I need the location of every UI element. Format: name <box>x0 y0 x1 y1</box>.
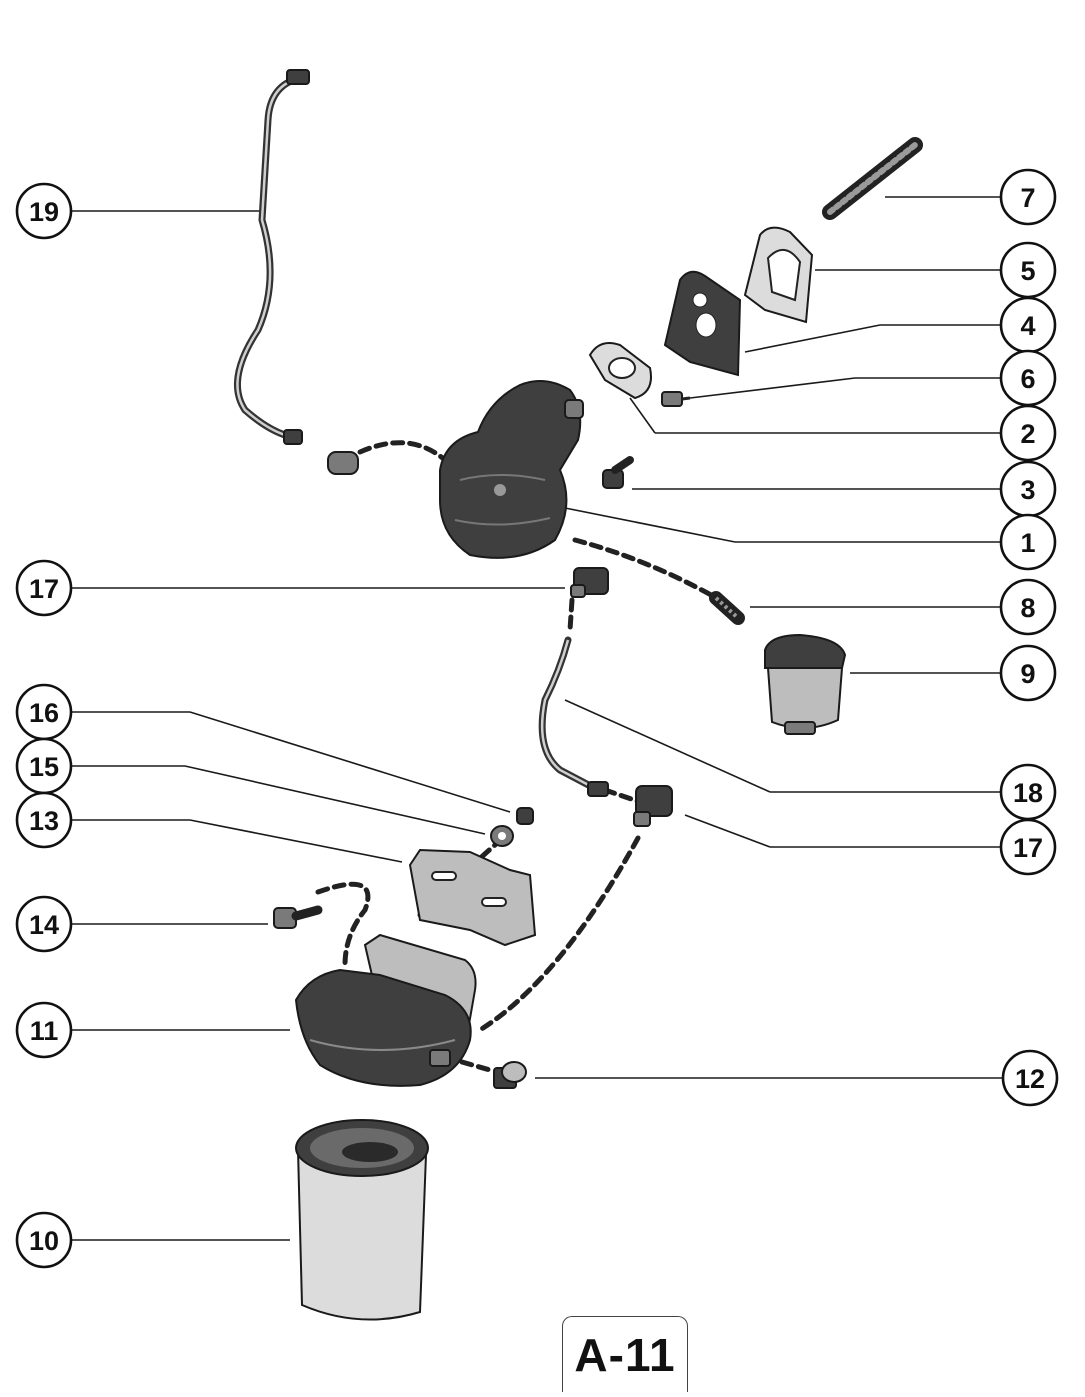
svg-text:18: 18 <box>1013 778 1043 808</box>
part-4-plate <box>663 270 742 377</box>
callout-8: 8 <box>999 578 1057 636</box>
svg-text:9: 9 <box>1020 659 1035 689</box>
figure-label: A-11 <box>562 1316 688 1392</box>
part-13-bracket <box>408 848 537 947</box>
part-17-elbow-lower <box>633 785 673 827</box>
part-9-filter-bowl <box>764 633 847 735</box>
svg-text:16: 16 <box>29 698 59 728</box>
part-12-plug <box>493 1061 527 1089</box>
callout-11: 11 <box>15 1001 73 1059</box>
part-1-fuel-pump <box>439 380 584 559</box>
part-14-bolt <box>273 905 323 929</box>
callout-4: 4 <box>999 296 1057 354</box>
svg-text:3: 3 <box>1020 475 1035 505</box>
callout-19: 19 <box>15 182 73 240</box>
part-5-gasket <box>743 226 814 324</box>
svg-text:6: 6 <box>1020 364 1035 394</box>
svg-text:2: 2 <box>1020 419 1035 449</box>
svg-text:12: 12 <box>1015 1064 1045 1094</box>
callout-17-lower: 17 <box>999 818 1057 876</box>
callout-16: 16 <box>15 683 73 741</box>
callout-12: 12 <box>1001 1049 1059 1107</box>
part-6-screw <box>661 391 691 407</box>
svg-text:14: 14 <box>29 910 59 940</box>
svg-text:7: 7 <box>1020 183 1035 213</box>
callout-17-upper: 17 <box>15 559 73 617</box>
svg-text:1: 1 <box>1020 528 1035 558</box>
callout-2: 2 <box>999 404 1057 462</box>
part-7-push-rod <box>822 137 923 220</box>
callout-5: 5 <box>999 241 1057 299</box>
svg-text:19: 19 <box>29 197 59 227</box>
part-3-bolt <box>602 456 634 489</box>
part-15-washer <box>490 825 514 847</box>
part-16-nut <box>516 807 534 825</box>
callout-7: 7 <box>999 168 1057 226</box>
svg-text:17: 17 <box>29 574 59 604</box>
callout-10: 10 <box>15 1211 73 1269</box>
svg-text:8: 8 <box>1020 593 1035 623</box>
svg-text:13: 13 <box>29 806 59 836</box>
svg-text:15: 15 <box>29 752 59 782</box>
svg-text:10: 10 <box>29 1226 59 1256</box>
callout-3: 3 <box>999 460 1057 518</box>
part-10-filter-canister <box>295 1119 429 1321</box>
svg-text:17: 17 <box>1013 833 1043 863</box>
part-17-elbow-upper <box>570 567 609 598</box>
svg-text:5: 5 <box>1020 256 1035 286</box>
part-8-fitting <box>709 591 745 625</box>
callout-18: 18 <box>999 763 1057 821</box>
callout-1: 1 <box>999 513 1057 571</box>
callout-15: 15 <box>15 737 73 795</box>
leader-lines <box>72 196 1003 1241</box>
callout-14: 14 <box>15 895 73 953</box>
svg-text:4: 4 <box>1020 311 1035 341</box>
part-2-small-gasket <box>588 342 652 400</box>
part-19-fuel-line <box>233 69 310 445</box>
svg-text:11: 11 <box>30 1016 59 1046</box>
part-11-pump-base <box>294 933 477 1087</box>
callout-13: 13 <box>15 791 73 849</box>
elbow-fitting <box>327 451 359 475</box>
callout-9: 9 <box>999 644 1057 702</box>
assembly-paths <box>315 440 723 1073</box>
part-18-fuel-line <box>538 636 609 797</box>
callout-6: 6 <box>999 349 1057 407</box>
